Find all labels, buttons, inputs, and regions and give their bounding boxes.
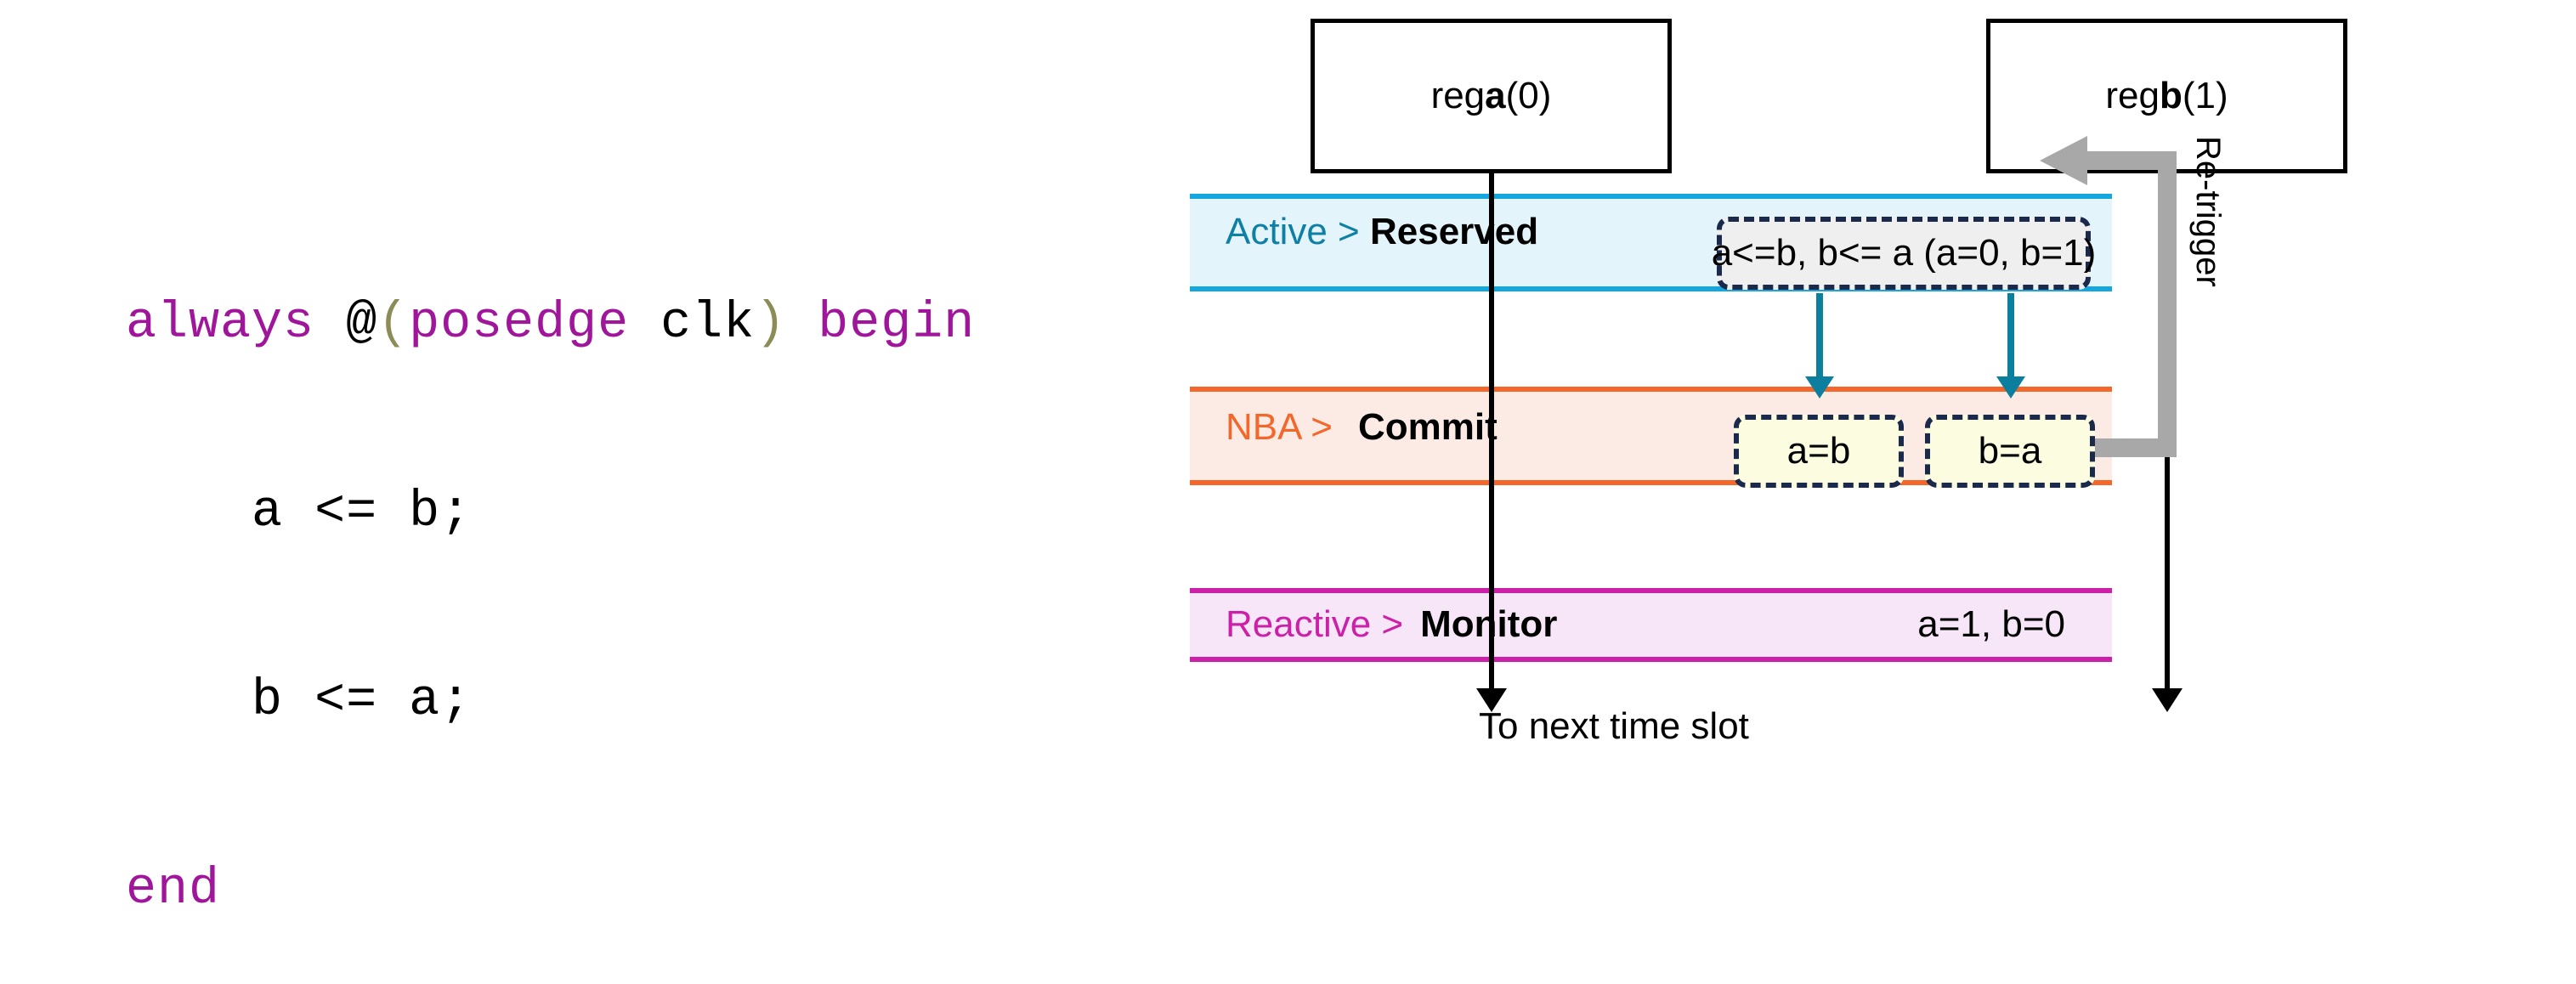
code-token-begin: begin [818, 295, 976, 353]
label-active-reserved: Active > Reserved [1226, 211, 1538, 253]
retrigger-label: Re-trigger [2189, 136, 2227, 287]
verilog-code-block: always @(posedge clk) begin a <= b; b <=… [0, 229, 1190, 984]
phase-label-nba: NBA > [1226, 406, 1333, 448]
scheduling-region-diagram: reg a (0) reg b (1) Active > Reserved NB… [1190, 0, 2576, 768]
code-line-3: b <= a; [0, 607, 1190, 795]
code-token-rparen: ) [755, 295, 787, 353]
code-statement-b-assign: b <= a; [126, 672, 473, 730]
register-box-a: reg a (0) [1311, 19, 1672, 173]
code-token-end: end [126, 861, 221, 919]
step-label-commit: Commit [1357, 406, 1497, 448]
commit-box-b: b=a [1925, 415, 2095, 488]
step-label-reserved: Reserved [1369, 211, 1539, 252]
retrigger-arrowhead-icon [2040, 136, 2087, 185]
retrigger-arrow-bottom [2095, 438, 2177, 457]
code-line-4: end [0, 795, 1190, 984]
phase-label-active: Active > [1226, 211, 1360, 252]
commit-arrow-b-head [1996, 376, 2025, 399]
timeline-arrowhead-reg-a [1476, 688, 1507, 712]
register-b-suffix: (1) [2182, 75, 2228, 116]
commit-box-a: a=b [1734, 415, 1904, 488]
phase-label-reactive: Reactive > [1226, 603, 1404, 645]
register-a-name: a [1485, 75, 1506, 116]
code-statement-a-assign: a <= b; [126, 484, 473, 541]
timeline-arrowhead-reg-b [2152, 688, 2183, 712]
commit-arrow-a-stem [1816, 293, 1823, 382]
timeline-line-reg-a [1489, 170, 1494, 690]
reserved-operations-box: a<=b, b<= a (a=0, b=1) [1712, 217, 2096, 290]
retrigger-arrow-top [2086, 151, 2177, 170]
label-nba-commit: NBA > Commit [1226, 406, 1497, 449]
monitor-values-text: a=1, b=0 [1917, 603, 2065, 645]
label-reactive-monitor: Reactive > Monitor [1226, 603, 1557, 646]
code-token-at: @ [346, 295, 378, 353]
commit-arrow-a-head [1805, 376, 1834, 399]
register-a-prefix: reg [1430, 75, 1486, 116]
code-token-clk: clk [660, 295, 756, 353]
code-line-1: always @(posedge clk) begin [0, 229, 1190, 418]
code-token-always: always [126, 295, 347, 353]
register-a-suffix: (0) [1505, 75, 1552, 116]
code-token-lparen: ( [377, 295, 410, 353]
retrigger-arrow-vertical [2158, 151, 2177, 457]
region-band-reactive [1190, 588, 2112, 662]
code-line-2: a <= b; [0, 418, 1190, 607]
register-b-prefix: reg [2105, 75, 2160, 116]
commit-arrow-b-stem [2007, 293, 2014, 382]
code-token-posedge: posedge [409, 295, 661, 353]
next-time-slot-caption: To next time slot [1479, 705, 1749, 747]
code-token-space [786, 295, 818, 353]
register-b-name: b [2159, 75, 2183, 116]
step-label-monitor: Monitor [1420, 603, 1558, 645]
